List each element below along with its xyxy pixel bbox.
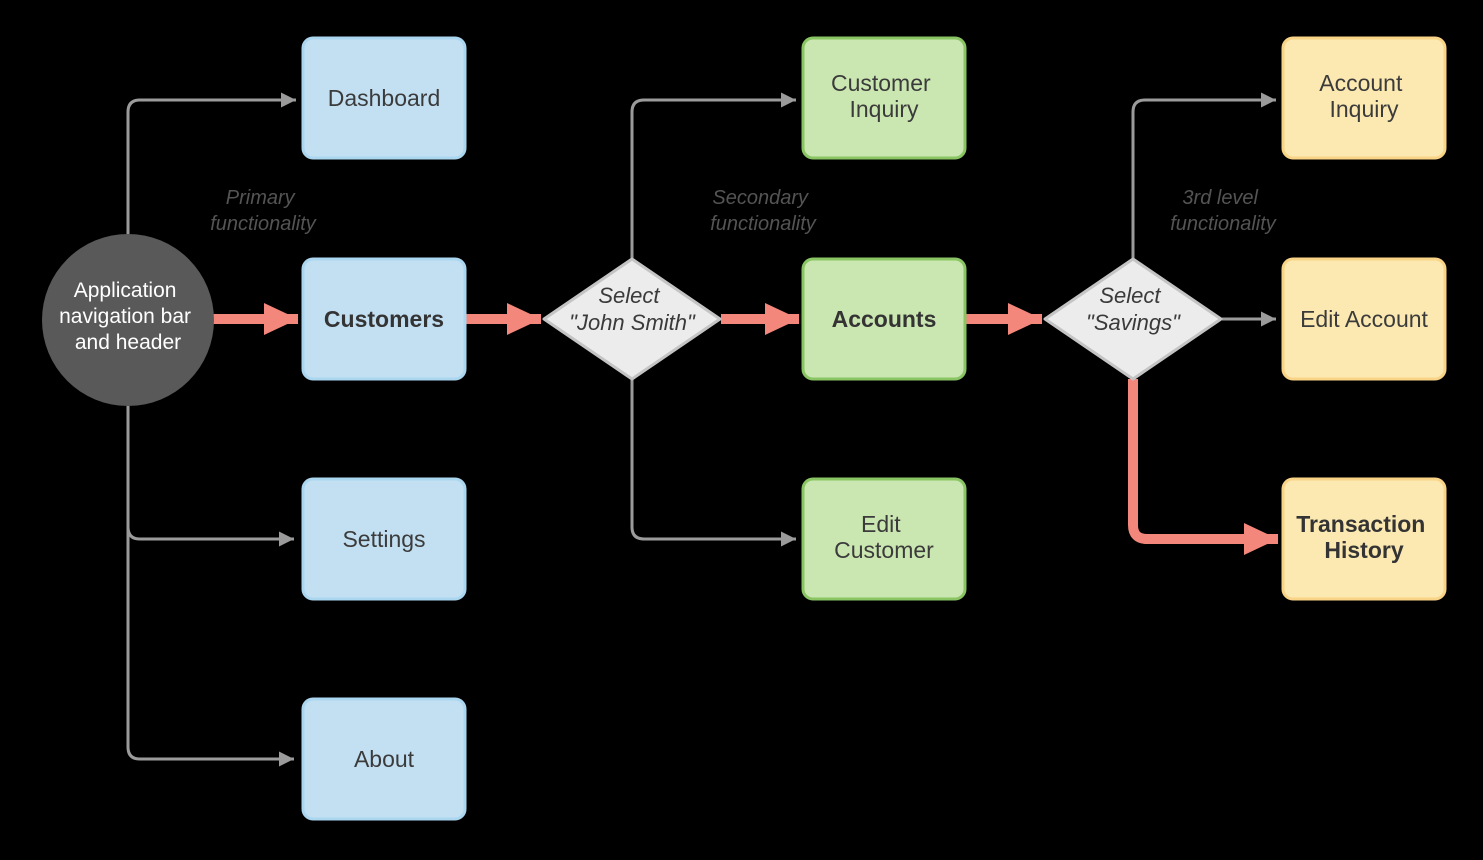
node-settings: Settings [301, 477, 467, 601]
node-customers-shape [301, 257, 467, 381]
decision-select-savings-shape [1043, 257, 1223, 381]
node-customers: Customers [301, 257, 467, 381]
node-transaction-history: Transaction History [1281, 477, 1447, 601]
connector-johnsmith-to-customer-inquiry [630, 92, 796, 258]
node-accounts-label: Accounts [832, 306, 937, 332]
node-account-inquiry-shape [1281, 36, 1447, 160]
start-node-shape [42, 234, 214, 406]
node-accounts: Accounts [801, 257, 967, 381]
node-dashboard-shape [301, 36, 467, 160]
decision-select-john-smith: Select "John Smith" [542, 257, 722, 381]
node-customers-label: Customers [324, 306, 444, 332]
node-customer-inquiry-label: Customer Inquiry [831, 70, 937, 122]
connector-start-to-settings [126, 406, 294, 547]
connector-savings-to-account-inquiry [1131, 92, 1276, 258]
node-edit-customer: Edit Customer [801, 477, 967, 601]
node-dashboard: Dashboard [301, 36, 467, 160]
label-secondary-functionality: Secondary functionality [710, 187, 817, 235]
node-settings-shape [301, 477, 467, 601]
flow-savings-to-transaction-history [1128, 379, 1278, 555]
node-edit-account-shape [1281, 257, 1447, 381]
connector-start-to-about [126, 406, 294, 767]
node-about-label: About [354, 746, 415, 772]
connector-johnsmith-to-edit-customer [630, 380, 796, 547]
node-about: About [301, 697, 467, 821]
node-transaction-history-label: Transaction History [1296, 511, 1432, 563]
node-transaction-history-shape [1281, 477, 1447, 601]
decision-select-savings-label: Select "Savings" [1086, 283, 1181, 335]
label-3rd-level-functionality: 3rd level functionality [1170, 187, 1277, 235]
connector-start-to-dashboard [126, 92, 296, 234]
node-dashboard-label: Dashboard [328, 85, 441, 111]
start-node: Application navigation bar and header [42, 234, 214, 406]
node-edit-customer-label: Edit Customer [834, 511, 934, 563]
node-edit-customer-shape [801, 477, 967, 601]
label-primary-functionality: Primary functionality [210, 187, 317, 235]
node-edit-account: Edit Account [1281, 257, 1447, 381]
node-account-inquiry-label: Account Inquiry [1319, 70, 1409, 122]
decision-select-savings: Select "Savings" [1043, 257, 1223, 381]
node-accounts-shape [801, 257, 967, 381]
node-edit-account-label: Edit Account [1300, 306, 1428, 332]
node-account-inquiry: Account Inquiry [1281, 36, 1447, 160]
decision-select-john-smith-label: Select "John Smith" [569, 283, 696, 335]
node-about-shape [301, 697, 467, 821]
start-node-label: Application navigation bar and header [59, 279, 197, 354]
node-settings-label: Settings [342, 526, 425, 552]
node-customer-inquiry: Customer Inquiry [801, 36, 967, 160]
node-customer-inquiry-shape [801, 36, 967, 160]
decision-select-john-smith-shape [542, 257, 722, 381]
